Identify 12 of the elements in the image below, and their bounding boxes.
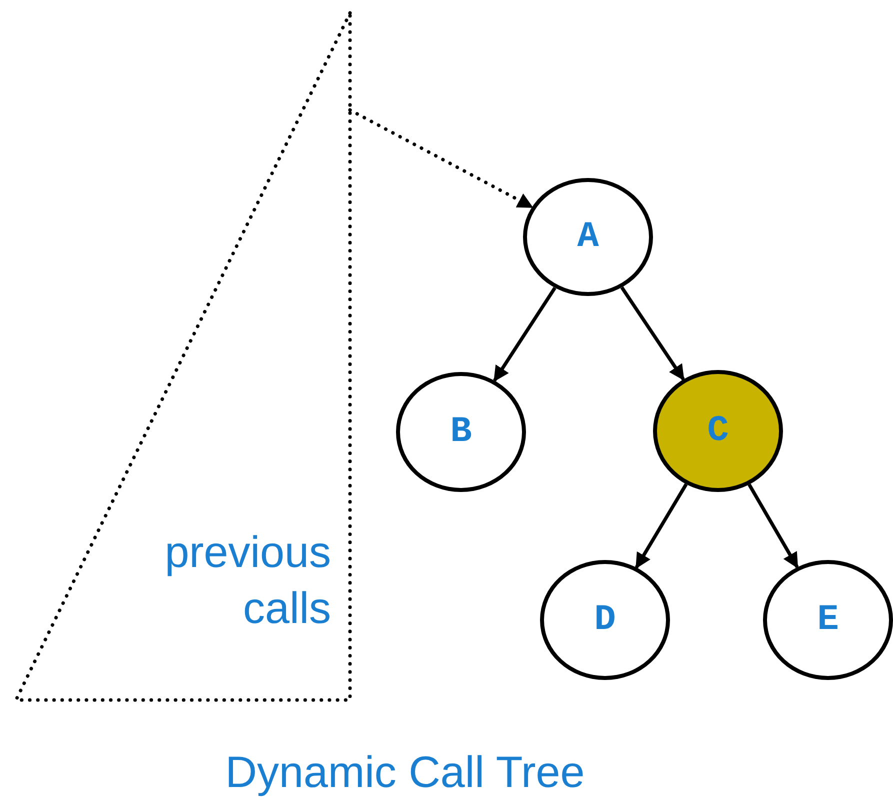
node-label: A: [577, 215, 599, 259]
caption: Dynamic Call Tree: [224, 747, 586, 799]
node-label: D: [594, 598, 616, 642]
node-label: C: [707, 409, 729, 453]
arrow: [620, 286, 685, 381]
node-label: B: [450, 410, 472, 454]
arrow: [493, 286, 556, 382]
arrow: [634, 483, 688, 569]
triangle-label: previous calls: [164, 527, 331, 635]
arrow: [748, 484, 799, 568]
arrow: [348, 108, 534, 209]
node-label: E: [817, 598, 839, 642]
